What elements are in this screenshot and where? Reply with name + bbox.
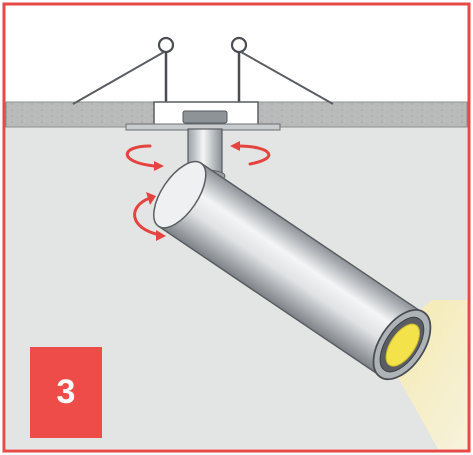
spotlight-tube xyxy=(153,160,432,381)
rotate-horizontal-arrow-icon xyxy=(125,141,271,171)
step-number-badge: 3 xyxy=(56,373,76,411)
step-badge-box xyxy=(30,347,102,438)
ceiling-void xyxy=(6,6,467,102)
housing-cap xyxy=(182,110,228,124)
tilt-arrow-icon xyxy=(133,192,166,241)
ceiling-plaster-left xyxy=(5,101,155,128)
spotlight-lens xyxy=(385,323,420,367)
ceiling-plaster-right xyxy=(257,101,468,128)
